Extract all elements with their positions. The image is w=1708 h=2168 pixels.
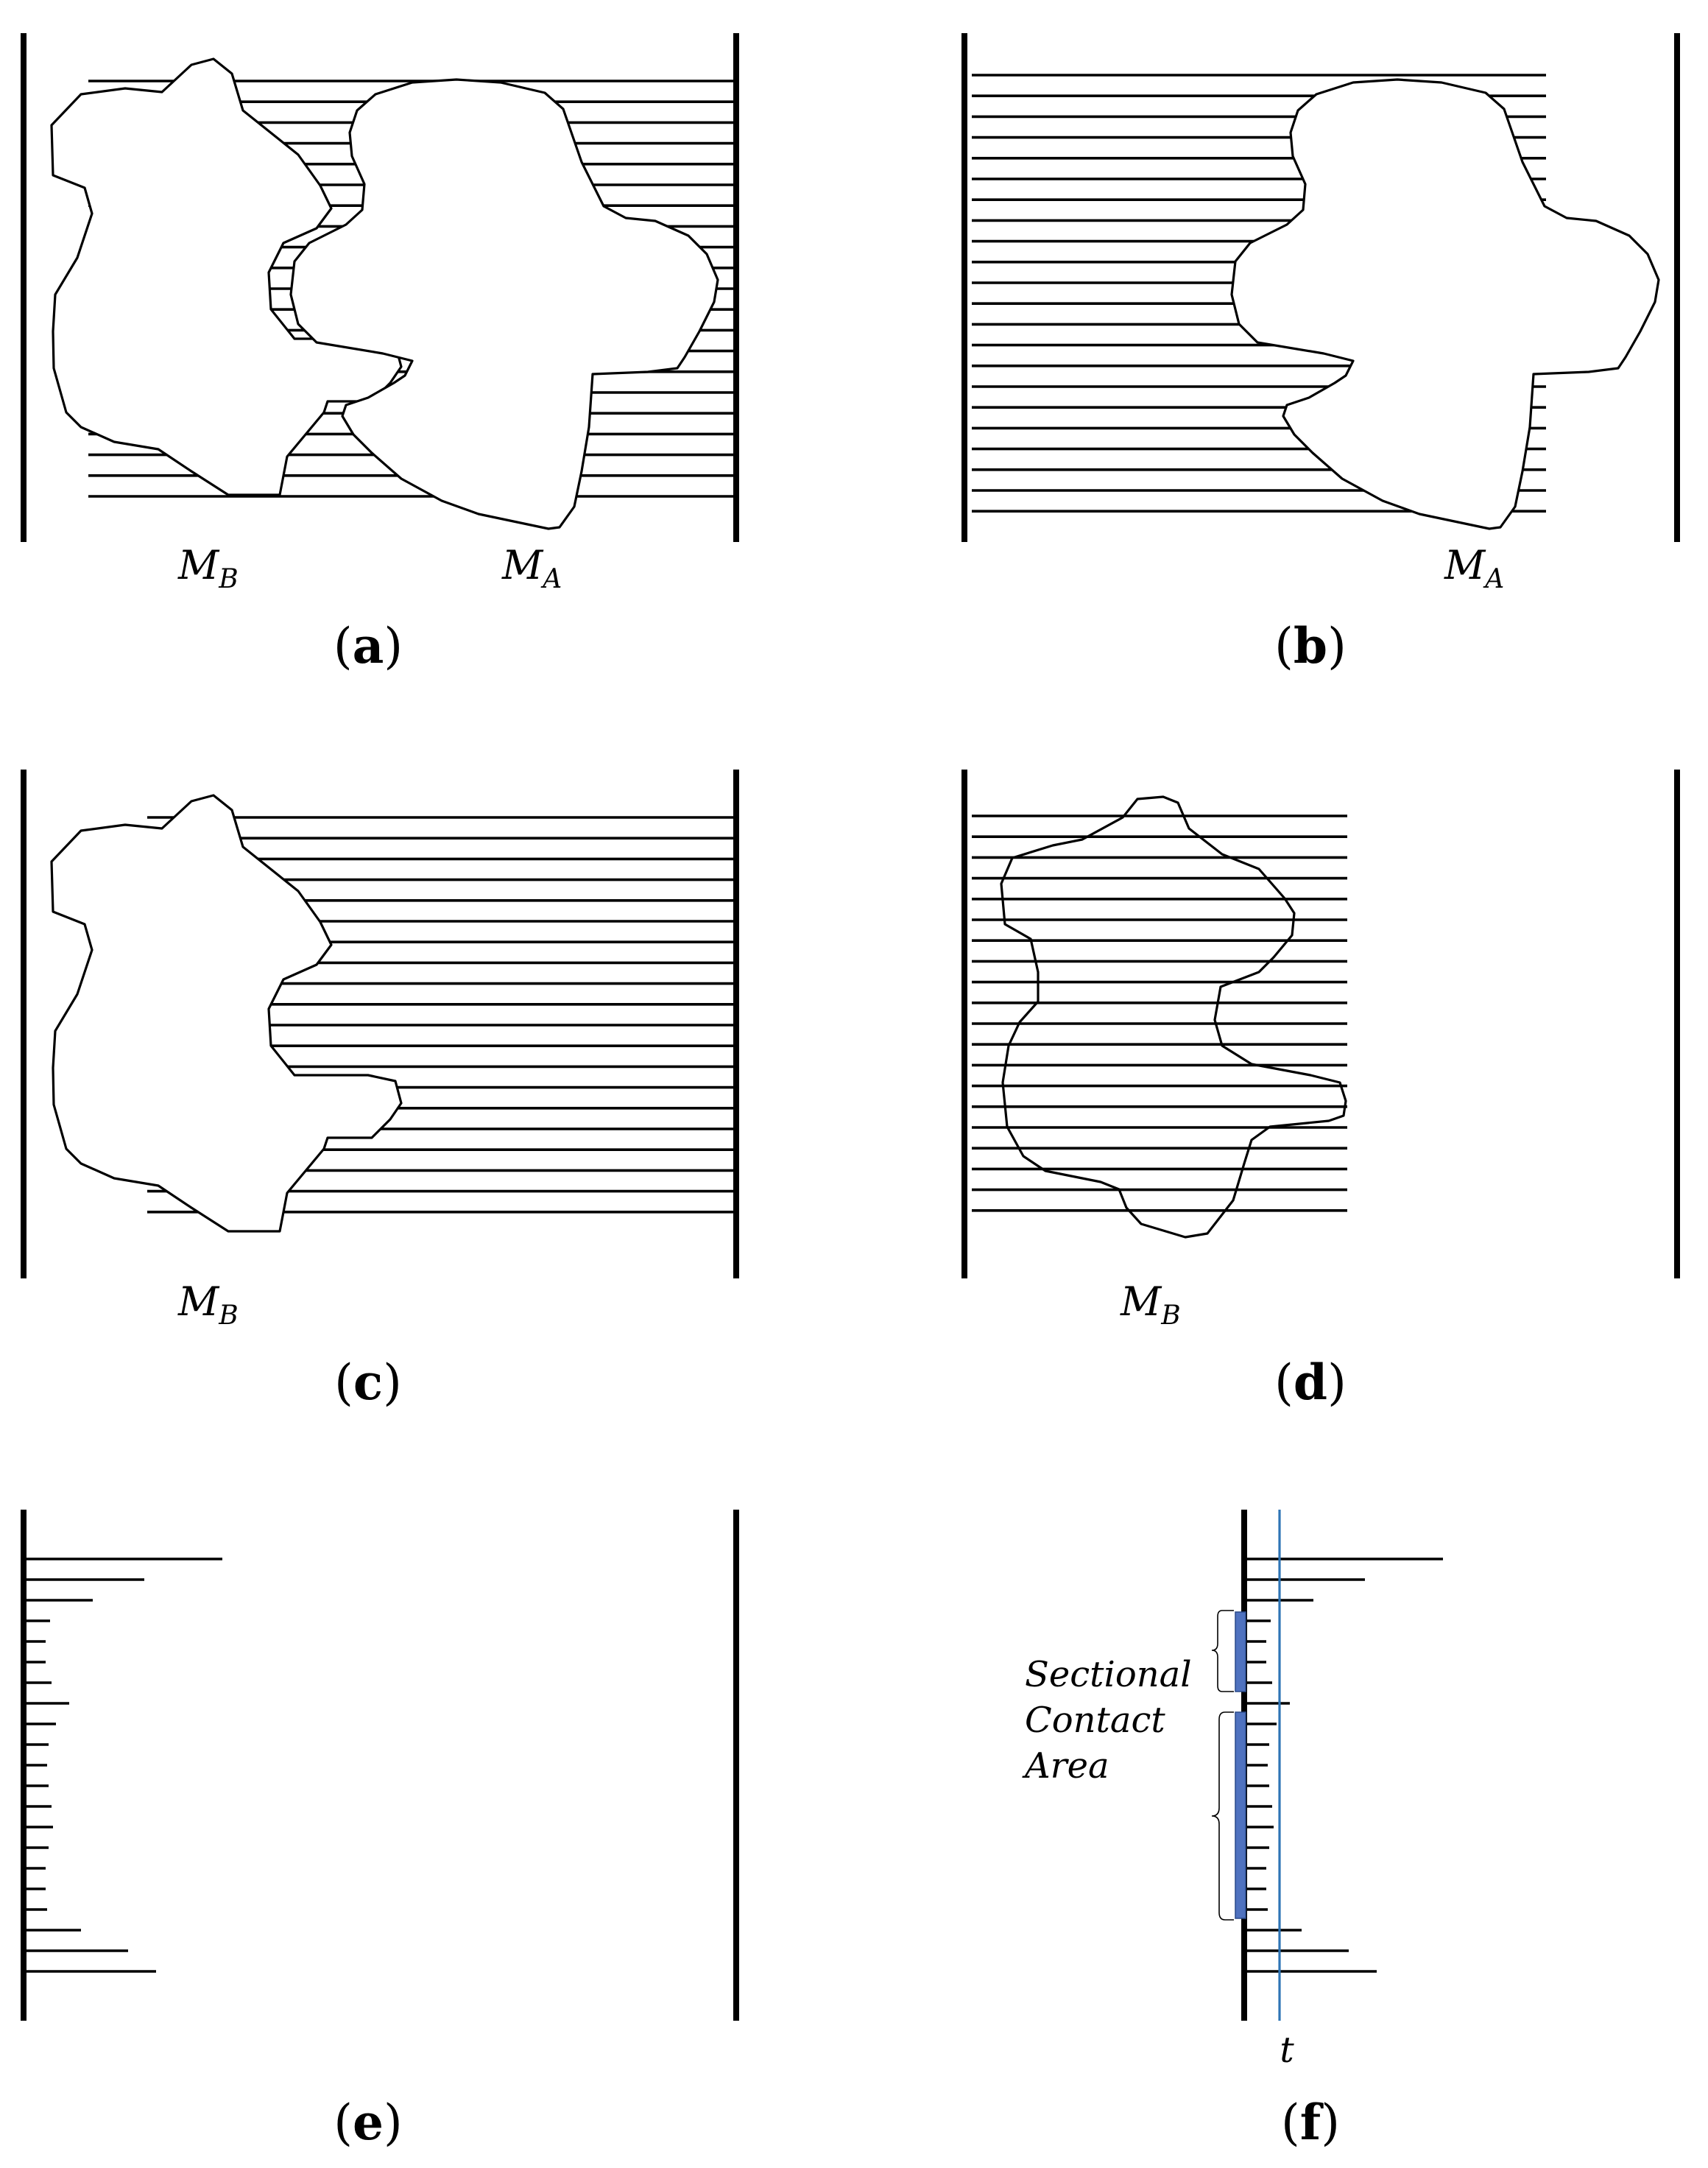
particle-outline-mb <box>1000 795 1347 1239</box>
brace-upper <box>1211 1610 1234 1692</box>
label-mb: MB <box>177 1278 239 1331</box>
hatch-lines <box>972 814 1347 1212</box>
annotation-line-3: Area <box>1022 1745 1109 1787</box>
panel-e: (e) <box>21 1510 739 2151</box>
contact-bar-upper <box>1235 1611 1246 1692</box>
particle-mb <box>50 794 403 1233</box>
gap-profile <box>24 1558 222 1973</box>
panel-b: MA (b) <box>961 33 1680 675</box>
panel-f: Sectional Contact Area t (f) <box>1022 1510 1443 2151</box>
caption-f: (f) <box>1281 2094 1340 2151</box>
caption-b: (b) <box>1274 617 1347 675</box>
label-ma: MA <box>1444 542 1504 594</box>
particle-ma <box>289 78 719 530</box>
label-ma: MA <box>501 542 562 594</box>
panel-a: MB MA (a) <box>21 33 739 675</box>
annotation-line-2: Contact <box>1025 1700 1165 1741</box>
threshold-label: t <box>1280 2030 1294 2071</box>
particle-ma <box>1230 78 1660 530</box>
contact-bar-lower <box>1235 1711 1246 1919</box>
brace-lower <box>1211 1711 1234 1921</box>
caption-a: (a) <box>334 617 403 675</box>
caption-d: (d) <box>1274 1354 1347 1411</box>
gap-profile <box>1244 1558 1443 1973</box>
caption-c: (c) <box>334 1354 402 1411</box>
label-mb: MB <box>1120 1278 1181 1331</box>
caption-e: (e) <box>334 2094 403 2151</box>
panel-d: MB (d) <box>961 770 1680 1411</box>
panel-c: MB (c) <box>21 770 739 1411</box>
annotation-line-1: Sectional <box>1025 1654 1192 1695</box>
label-mb: MB <box>177 542 239 594</box>
